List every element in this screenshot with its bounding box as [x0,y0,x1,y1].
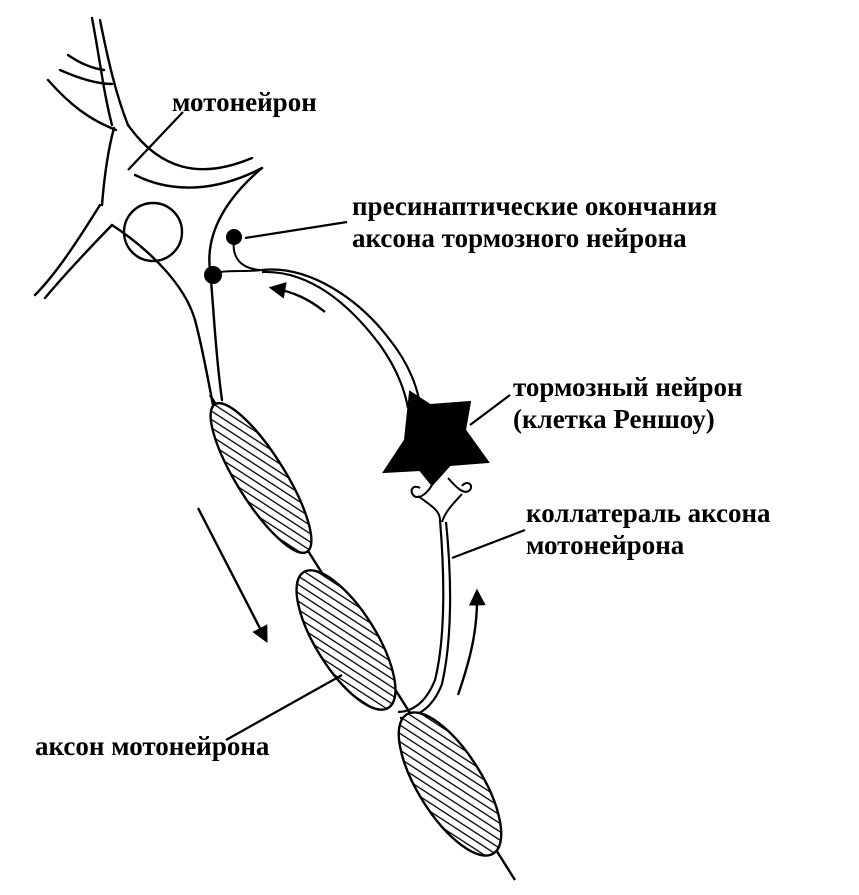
arrow-down-icon [196,507,268,643]
collateral-terminals [410,477,472,523]
arrow-up-icon [456,588,486,696]
label-axon-collateral: коллатераль аксона мотонейрона [526,498,771,560]
motoneuron-nucleus [122,201,184,263]
inhibitory-axon [261,268,422,409]
direction-arrows [196,282,486,696]
presynaptic-terminals [204,229,263,284]
axon-collateral [397,519,452,720]
myelin-sheaths [209,401,503,857]
label-motoneuron: мотонейрон [172,87,317,117]
label-motoneuron-axon: аксон мотонейрона [35,731,270,761]
motoneuron-body [33,16,264,407]
leader-lines [127,111,526,741]
label-presynaptic-terminals: пресинаптические окончания аксона тормоз… [352,191,718,253]
renshaw-cell [382,390,490,487]
arrow-left-icon [268,282,326,313]
label-inhibitory-neuron: тормозный нейрон (клетка Реншоу) [513,372,743,434]
